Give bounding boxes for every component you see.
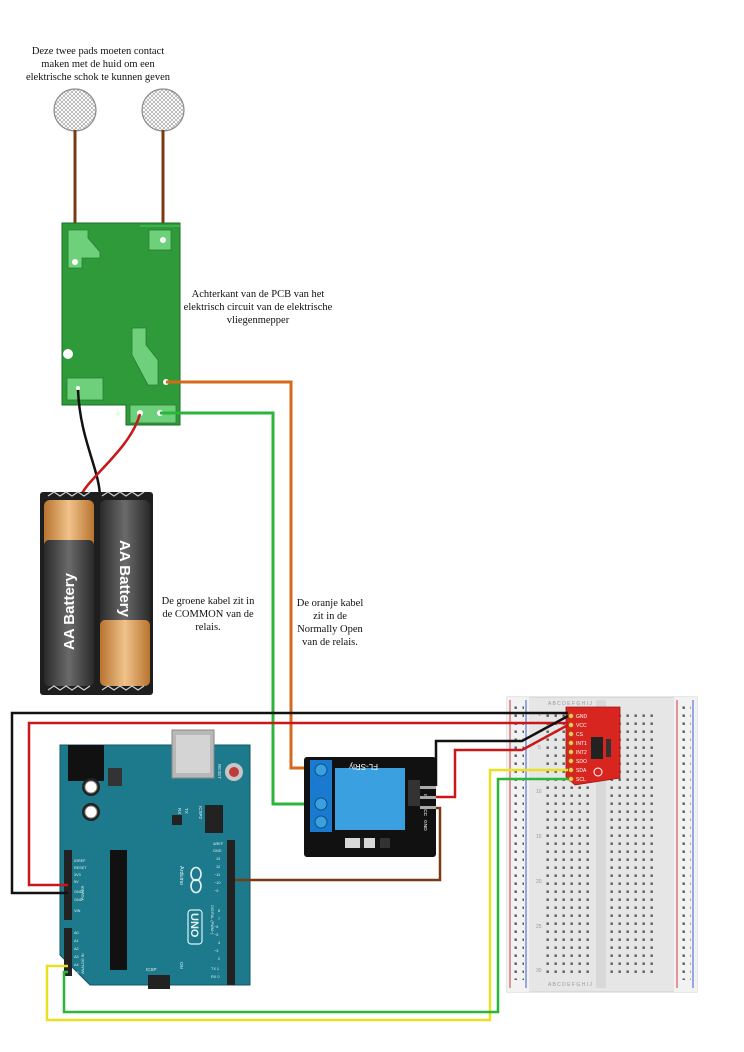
svg-text:13: 13: [216, 857, 220, 861]
breadboard-column-letters-top: A B C D E F G H I J: [548, 701, 592, 707]
power-header-labels: IOREF RESET 3V3 5V GND GND VIN: [74, 859, 87, 913]
svg-text:⏚: ⏚: [113, 407, 123, 419]
svg-text:A0: A0: [74, 931, 79, 935]
svg-text:INT1: INT1: [576, 741, 587, 747]
svg-text:~11: ~11: [214, 873, 220, 877]
svg-text:TX 1: TX 1: [211, 967, 219, 971]
scl-green-wire: [62, 777, 568, 1014]
rx-led-label: RX: [177, 808, 182, 814]
svg-text:8: 8: [218, 909, 220, 913]
svg-text:12: 12: [216, 865, 220, 869]
digital-header: [227, 840, 235, 985]
relay-gnd-black-wire: [434, 714, 569, 786]
skin-pads: [53, 88, 185, 132]
svg-text:15: 15: [536, 834, 542, 840]
svg-text:5V: 5V: [74, 880, 79, 884]
svg-text:30: 30: [536, 968, 542, 974]
svg-text:~9: ~9: [214, 889, 218, 893]
svg-text:GND: GND: [422, 820, 428, 831]
svg-text:GND: GND: [74, 890, 83, 894]
svg-text:~6: ~6: [214, 925, 218, 929]
orange-wire: [166, 380, 318, 770]
skin-pad-left: [53, 88, 97, 132]
uno-badge: UNO: [187, 909, 203, 945]
svg-text:SDA: SDA: [576, 768, 587, 774]
svg-text:~5: ~5: [214, 933, 218, 937]
sensor-pin-labels: GND VCC CS INT1 INT2 SDO SDA SCL: [576, 714, 588, 783]
svg-text:~10: ~10: [214, 881, 220, 885]
analog-title: ANALOG IN: [81, 953, 85, 974]
battery-cell-label-right: AA Battery: [116, 540, 133, 618]
relay-label: FL-SRly: [349, 762, 378, 771]
reset-label: RESET: [217, 764, 222, 779]
on-label: ON: [179, 962, 184, 969]
power-title: POWER: [81, 885, 85, 900]
svg-text:A1: A1: [74, 939, 79, 943]
relay-vcc-red-wire: [436, 723, 569, 799]
breadboard-row-numbers: 1 5 10 15 20 25 30: [536, 712, 542, 974]
svg-text:A2: A2: [74, 947, 79, 951]
svg-text:A5: A5: [74, 971, 79, 975]
pcb-board: ⏚: [61, 222, 181, 426]
svg-text:VIN: VIN: [74, 909, 81, 913]
svg-text:RESET: RESET: [74, 866, 87, 870]
sda-yellow-wire: [45, 768, 568, 1022]
sensor-pin-holes: [568, 713, 574, 782]
svg-text:VCC: VCC: [422, 806, 428, 817]
arduino-5v-red-wire: [27, 721, 568, 887]
digital-title: DIGITAL (PWM~): [210, 905, 214, 935]
analog-header-labels: A0 A1 A2 A3 A4 A5: [74, 931, 79, 975]
battery-red-wire: [78, 413, 142, 499]
green-wire: [160, 411, 318, 806]
arduino-brand: Arduino: [178, 866, 184, 885]
svg-text:GND: GND: [576, 714, 588, 720]
battery-cell-label-left: AA Battery: [61, 572, 78, 650]
svg-text:20: 20: [536, 879, 542, 885]
svg-text:INT2: INT2: [576, 750, 587, 756]
battery-pack: AA Battery AA Battery: [40, 491, 153, 695]
svg-text:A4: A4: [74, 963, 79, 967]
accelerometer-module: GND VCC CS INT1 INT2 SDO SDA SCL: [565, 706, 621, 786]
svg-text:7: 7: [218, 917, 220, 921]
svg-text:2: 2: [218, 957, 220, 961]
icsp-label: ICSP: [146, 967, 157, 972]
uno-label: UNO: [188, 913, 200, 938]
note-orange-cable: De oranje kabel zit in de Normally Open …: [296, 598, 364, 648]
svg-text:10: 10: [536, 789, 542, 795]
svg-text:CS: CS: [576, 732, 584, 738]
svg-text:25: 25: [536, 924, 542, 930]
svg-text:1: 1: [538, 712, 541, 718]
analog-header: [64, 928, 72, 976]
arduino-uno: RESET IOREF RESET 3V3 5V GND GND VIN A0: [59, 729, 251, 989]
arduino-gnd-black-wire: [10, 711, 568, 895]
digital-header-labels: AREF GND 13 12 ~11 ~10 ~9 8 7 ~6 ~5 4 ~3…: [211, 842, 224, 979]
relay-module: FL-SRly GND VCC IN: [304, 757, 436, 857]
svg-text:3V3: 3V3: [74, 873, 81, 877]
relay-in-brown-wire: [235, 806, 442, 882]
icsp2-label: ICSP2: [198, 806, 203, 820]
svg-text:SDO: SDO: [576, 759, 587, 765]
note-pcb: Achterkant van de PCB van het elektrisch…: [183, 289, 333, 326]
skin-pad-right: [141, 88, 185, 132]
note-skin-pads: Deze twee pads moeten contact maken met …: [25, 46, 171, 83]
svg-text:SCL: SCL: [576, 777, 586, 783]
svg-text:VCC: VCC: [576, 723, 587, 729]
svg-text:AREF: AREF: [213, 842, 224, 846]
svg-text:GND: GND: [74, 898, 83, 902]
svg-text:4: 4: [218, 941, 220, 945]
svg-text:~3: ~3: [214, 949, 218, 953]
svg-text:RX 0: RX 0: [211, 975, 219, 979]
tx-led-label: TX: [184, 808, 189, 814]
svg-text:GND: GND: [213, 849, 222, 853]
svg-text:A3: A3: [74, 955, 79, 959]
note-green-cable: De groene kabel zit in de COMMON van de …: [161, 596, 255, 633]
svg-text:IOREF: IOREF: [74, 859, 86, 863]
arduino-logo: [190, 866, 202, 894]
breadboard-column-letters-bottom: A B C D E F G H I J: [548, 982, 592, 988]
battery-black-wire: [76, 389, 102, 499]
svg-text:5: 5: [538, 745, 541, 751]
